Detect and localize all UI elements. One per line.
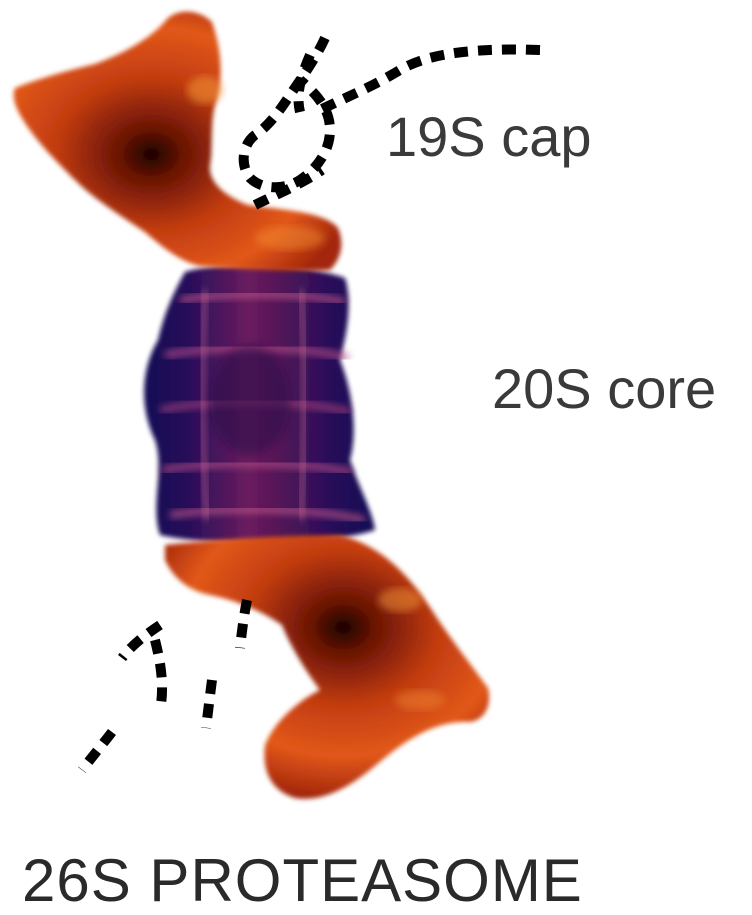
dotted-polypeptide-bottom: [82, 600, 247, 770]
diagram-title: 26S PROTEASOME: [22, 846, 583, 915]
cap-19s-label: 19S cap: [386, 104, 592, 169]
core-20s-label: 20S core: [492, 356, 716, 421]
cap-19s-bottom-shape: [165, 535, 489, 799]
cap-19s-top-shape: [14, 12, 342, 271]
core-20s-shape: [144, 265, 375, 543]
